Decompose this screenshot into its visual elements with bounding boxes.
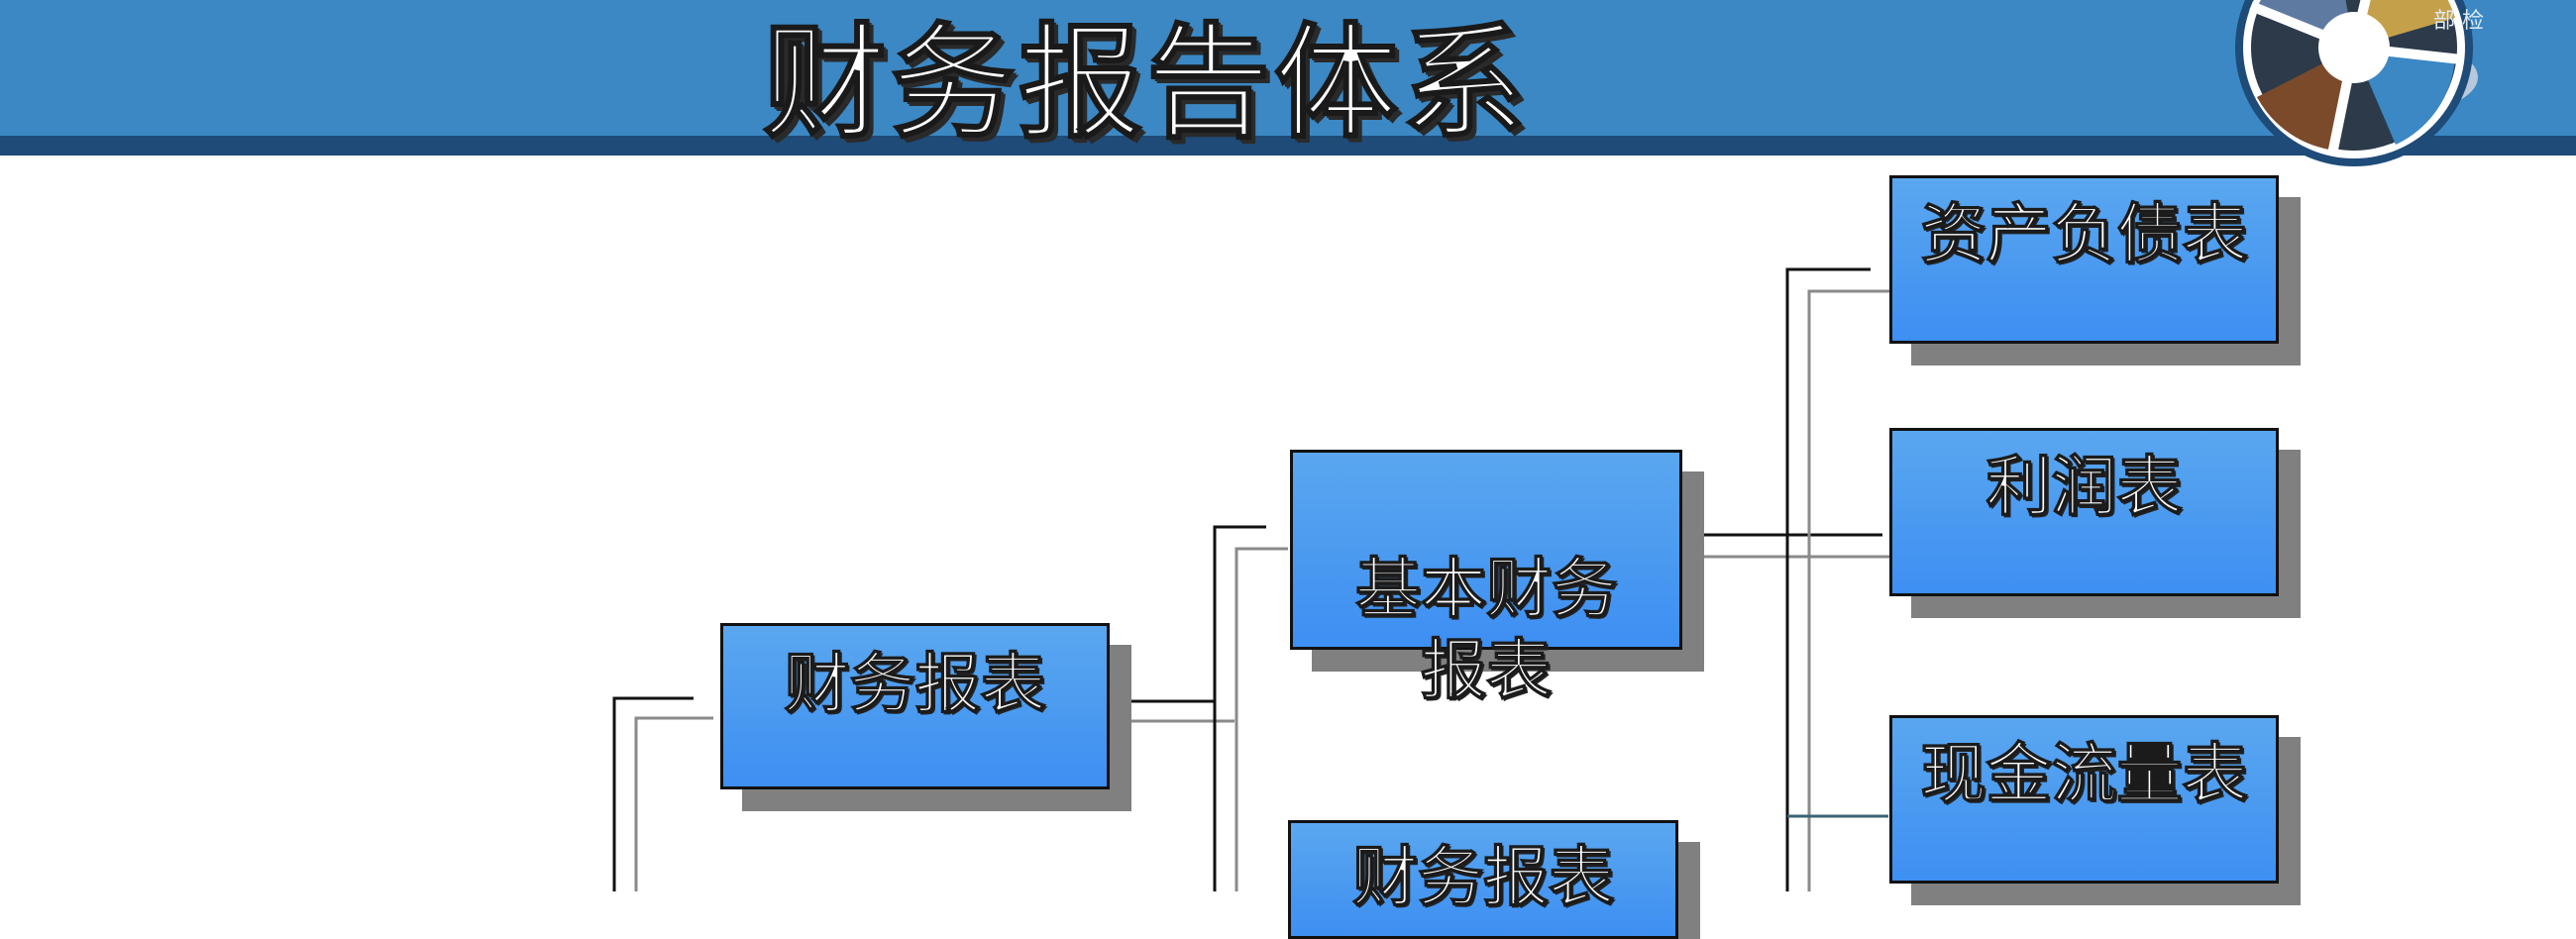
node-cash-flow-statement: 现金流量表 (1889, 715, 2279, 884)
connector-lines (612, 267, 1892, 891)
node-income-statement: 利润表 (1889, 428, 2279, 596)
title-bar-stripe (0, 136, 2576, 156)
node-root-financial-statements: 财务报表 (720, 623, 1110, 789)
node-label: 财务报表 (1351, 838, 1614, 915)
node-basic-financial-statements: 基本财务 报表 (1290, 450, 1682, 709)
logo-icon: 部 检 (2235, 0, 2484, 166)
node-label: 利润表 (1986, 448, 2183, 525)
node-label: 现金流量表 (1920, 735, 2248, 812)
node-balance-sheet: 资产负债表 (1889, 175, 2279, 344)
node-label: 基本财务 报表 (1354, 550, 1617, 709)
node-partial-financial-statements: 财务报表 (1288, 820, 1678, 939)
node-label: 资产负债表 (1920, 195, 2248, 272)
node-label: 财务报表 (784, 645, 1046, 722)
title-bar (0, 0, 2576, 136)
slide-title: 财务报告体系 (762, 11, 1530, 156)
logo-text: 部 检 (2433, 9, 2484, 34)
